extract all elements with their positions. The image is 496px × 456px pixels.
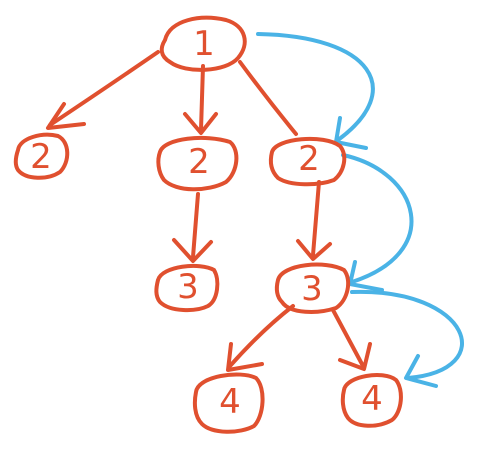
arrowhead-n2c-n3b	[296, 239, 332, 261]
path-edge-n2c-n3b	[341, 153, 414, 284]
edge-n1-n2a	[48, 50, 160, 127]
node-outline	[268, 136, 347, 187]
node-1: 1	[159, 15, 247, 72]
node-outline	[274, 262, 351, 314]
path-arrowhead-n3b-n4b	[404, 354, 438, 388]
arrowhead-n3b-n4a	[226, 342, 264, 372]
node-outline	[159, 15, 247, 72]
edge-n3b-n4b	[331, 308, 365, 368]
node-2-left: 2	[13, 132, 70, 180]
tree-nodes: 1 2 2 2 3	[13, 15, 403, 434]
tree-edges	[46, 50, 372, 372]
node-outline	[340, 373, 403, 428]
path-edge-n3b-n4b	[350, 289, 464, 380]
edge-n1-n2c	[238, 60, 298, 136]
node-outline	[156, 135, 239, 192]
node-label-3-left: 3	[177, 267, 199, 307]
node-2-middle: 2	[156, 135, 239, 192]
edge-n2c-n3b	[311, 180, 321, 257]
node-label-4-right: 4	[361, 379, 383, 419]
node-label-2-right: 2	[298, 139, 320, 179]
node-4-left: 4	[192, 372, 265, 434]
node-outline	[154, 263, 220, 313]
node-outline	[192, 372, 265, 434]
highlighted-path	[256, 32, 464, 388]
arrowhead-n1-n2b	[183, 112, 218, 135]
edge-n1-n2b	[199, 64, 205, 132]
node-label-2-middle: 2	[188, 142, 210, 182]
path-arrowhead-n1-n2c	[334, 116, 368, 150]
edge-n2b-n3a	[191, 192, 200, 259]
node-label-3-right: 3	[301, 269, 323, 309]
node-2-right: 2	[268, 136, 347, 187]
node-label-1: 1	[193, 24, 215, 64]
edge-n3b-n4a	[228, 304, 295, 368]
node-3-right: 3	[274, 262, 351, 314]
node-label-2-left: 2	[30, 137, 52, 177]
node-label-4-left: 4	[219, 382, 241, 422]
arrowhead-n2b-n3a	[172, 238, 213, 263]
arrowhead-n3b-n4b	[338, 342, 372, 371]
path-edge-n1-n2c	[256, 32, 375, 142]
node-3-left: 3	[154, 263, 220, 313]
node-4-right: 4	[340, 373, 403, 428]
arrowhead-n1-n2a	[46, 102, 86, 130]
node-outline	[13, 132, 70, 180]
